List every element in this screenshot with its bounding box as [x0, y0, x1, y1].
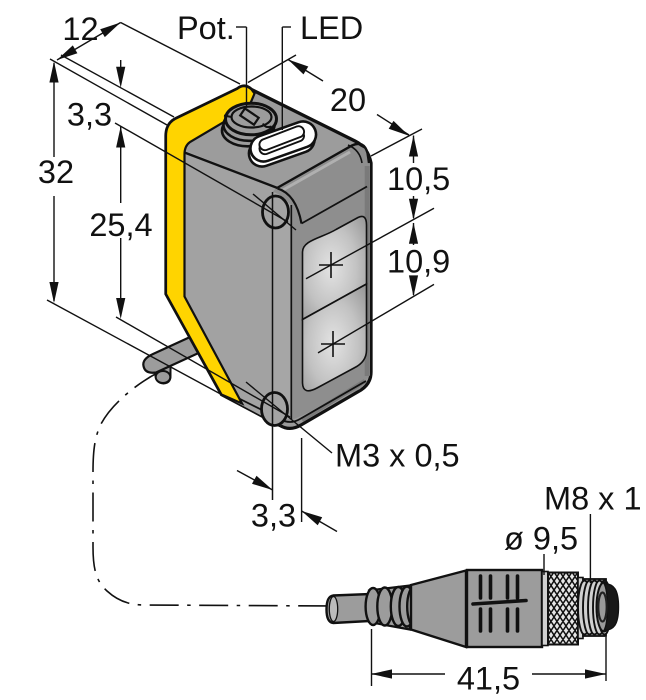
svg-text:32: 32 — [38, 154, 74, 190]
svg-text:LED: LED — [300, 10, 363, 46]
svg-text:M3 x 0,5: M3 x 0,5 — [335, 438, 460, 474]
svg-text:25,4: 25,4 — [89, 207, 152, 243]
svg-text:20: 20 — [330, 82, 366, 118]
svg-text:3,3: 3,3 — [67, 97, 112, 133]
svg-text:10,5: 10,5 — [387, 161, 450, 197]
svg-text:12: 12 — [62, 11, 98, 47]
svg-text:M8 x 1: M8 x 1 — [544, 481, 642, 517]
svg-text:Pot.: Pot. — [177, 10, 235, 46]
svg-text:10,9: 10,9 — [387, 244, 450, 280]
svg-text:ø 9,5: ø 9,5 — [504, 521, 578, 557]
svg-text:41,5: 41,5 — [457, 661, 520, 697]
svg-text:3,3: 3,3 — [251, 498, 296, 534]
